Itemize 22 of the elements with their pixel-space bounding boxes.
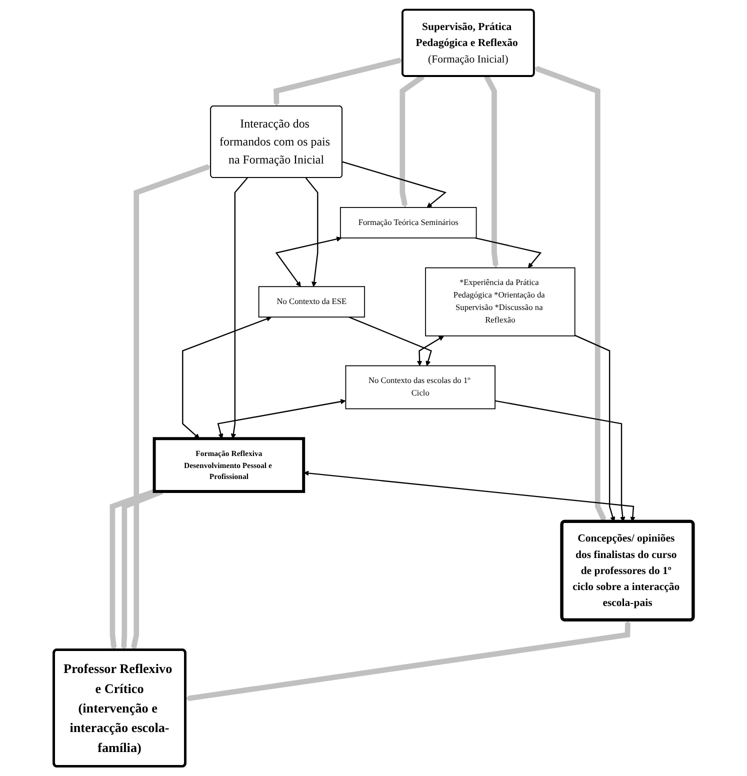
arrow [305,178,318,287]
arrow [484,75,498,268]
arrow [274,58,403,106]
arrow [182,316,272,439]
arrow [534,66,606,522]
arrow [304,470,636,522]
node-box: No Contexto da ESE [258,286,365,318]
arrow [416,336,444,366]
arrow [574,334,616,522]
arrow [474,237,542,268]
arrow [230,178,248,439]
arrow [185,620,630,702]
arrow [348,316,432,366]
arrow [494,400,626,522]
node-box: *Experiência da Prática Pedagógica *Orientação da Supervisão *Discussão na Reflexão [425,267,576,336]
node-box: No Contexto das escolas do 1º Ciclo [345,365,496,410]
arrow [342,161,447,208]
arrow [275,236,342,287]
arrow [110,488,156,650]
arrow [217,399,346,439]
arrow [131,164,211,650]
node-box: Formação Teórica Seminários [340,207,477,238]
